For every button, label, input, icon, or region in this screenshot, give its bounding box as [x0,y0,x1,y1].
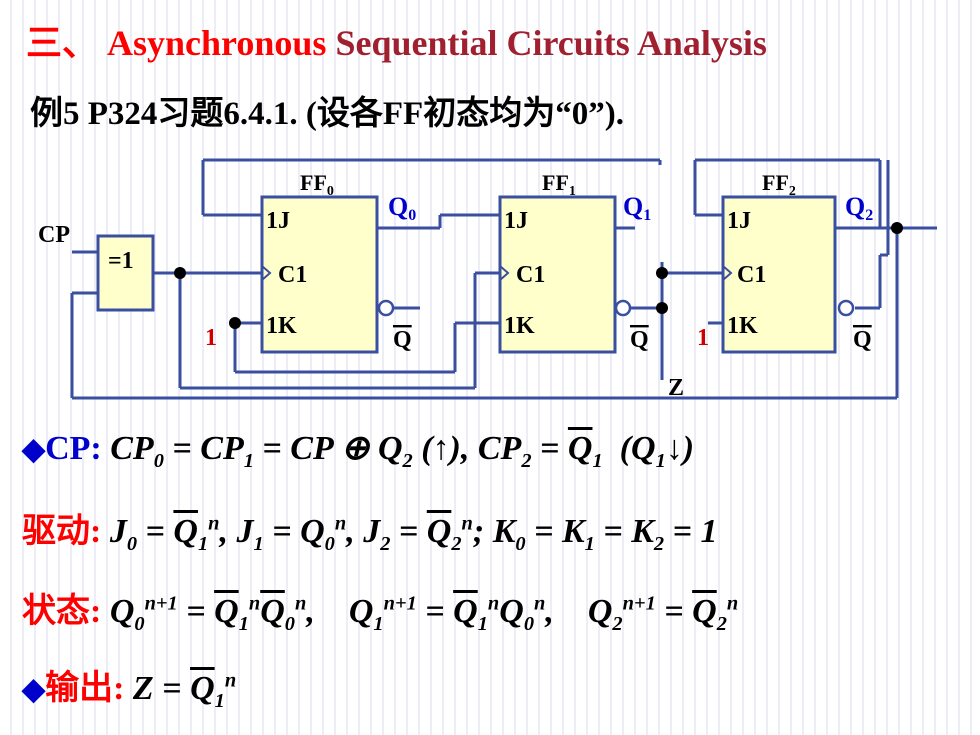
ff1-label: FF1 [542,170,576,199]
flipflop-ff0 [260,195,379,354]
output-label: 输出: [45,670,125,707]
xor-label: =1 [108,248,134,274]
diamond-bullet-icon: ◆ [22,433,46,466]
state-label: 状态: [22,593,102,630]
ff2-c-pin: C1 [737,262,766,288]
ff1-j-pin: 1J [504,208,528,234]
section-number: 三、 [26,23,99,63]
q2bar-label: Q [853,327,872,353]
title-word-asynchronous: Asynchronous [107,23,327,63]
drive-label: 驱动: [22,513,102,550]
ff2-j-pin: 1J [727,208,751,234]
ff1-k-pin: 1K [504,313,535,339]
ff1-c-pin: C1 [516,262,545,288]
ff0-c-pin: C1 [278,262,307,288]
const-one-ff0: 1 [205,325,217,351]
diamond-bullet-icon: ◆ [22,673,46,706]
ff0-label: FF0 [300,170,334,199]
ff2-label: FF2 [762,170,796,199]
xor-gate [96,234,155,312]
cp-label: CP: [45,430,102,467]
q0-label: Q0 [388,192,416,224]
ff0-k-pin: 1K [266,313,297,339]
q1-label: Q1 [623,192,651,224]
drive-equation: 驱动: J0 = Q1n, J1 = Q0n, J2 = Q2n; K0 = K… [22,512,718,555]
q0bar-label: Q [393,327,412,353]
z-output-label: Z [668,375,684,401]
flipflop-ff1 [498,195,617,354]
junction-dot [656,267,668,279]
cp-equation: ◆CP: CP0 = CP1 = CP ⊕ Q2 (↑), CP2 = Q1 (… [22,430,695,472]
q2-label: Q2 [845,192,873,224]
ff0-j-pin: 1J [266,208,290,234]
const-one-ff2: 1 [697,325,709,351]
ff2-k-pin: 1K [727,313,758,339]
flipflop-ff2 [721,195,837,354]
junction-dot [229,317,241,329]
output-equation: ◆输出: Z = Q1n [22,669,237,712]
junction-dot [174,267,186,279]
title-rest: Sequential Circuits Analysis [335,23,767,63]
junction-dot [891,222,903,234]
q1bar-label: Q [630,327,649,353]
example-heading: 例5 P324习题6.4.1. (设各FF初态均为“0”). [30,96,624,132]
cp-input-label: CP [38,222,70,248]
circuit-diagram: CP =1 FF0 FF1 FF2 1J C1 1K 1J C1 1K 1J C… [38,158,937,401]
page-title: 三、 Asynchronous Sequential Circuits Anal… [26,14,767,66]
state-equation: 状态: Q0n+1 = Q1nQ0n,Q1n+1 = Q1nQ0n,Q2n+1 … [22,592,739,635]
junction-dot [656,302,668,314]
